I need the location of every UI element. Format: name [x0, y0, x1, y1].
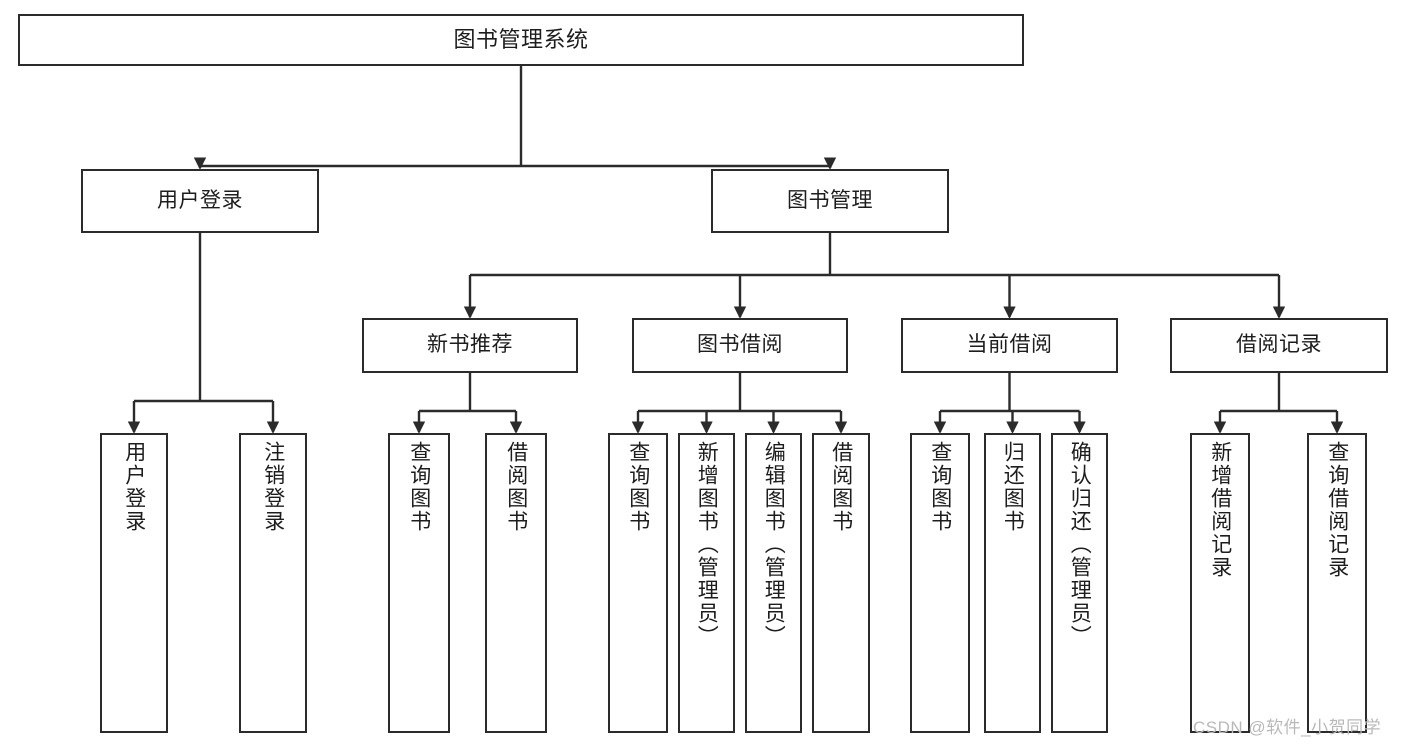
node-leaf-borrow-1[interactable]: 查询图书 [608, 433, 668, 733]
node-leaf-borrow-4[interactable]: 借阅图书 [812, 433, 870, 733]
node-current[interactable]: 当前借阅 [901, 318, 1118, 373]
node-label: 查询图书 [626, 441, 650, 533]
node-label: 编辑图书（管理员） [762, 441, 786, 648]
node-label: 注销登录 [261, 441, 285, 533]
node-label: 新增借阅记录 [1208, 441, 1232, 579]
node-leaf-records-2[interactable]: 查询借阅记录 [1307, 433, 1367, 733]
node-label: 确认归还（管理员） [1068, 441, 1092, 648]
node-leaf-current-3[interactable]: 确认归还（管理员） [1051, 433, 1108, 733]
node-newrec[interactable]: 新书推荐 [362, 318, 578, 373]
node-leaf-records-1[interactable]: 新增借阅记录 [1190, 433, 1250, 733]
node-leaf-login-2[interactable]: 注销登录 [239, 433, 307, 733]
node-label: 查询图书 [407, 441, 431, 533]
node-label: 图书管理 [787, 188, 873, 212]
node-login[interactable]: 用户登录 [81, 169, 319, 233]
node-leaf-newrec-1[interactable]: 查询图书 [388, 433, 450, 733]
node-label: 归还图书 [1001, 441, 1025, 533]
node-leaf-newrec-2[interactable]: 借阅图书 [485, 433, 547, 733]
node-label: 查询借阅记录 [1325, 441, 1349, 579]
node-label: 新书推荐 [427, 333, 513, 357]
node-leaf-login-1[interactable]: 用户登录 [100, 433, 168, 733]
node-bookmgmt[interactable]: 图书管理 [711, 169, 949, 233]
node-leaf-current-1[interactable]: 查询图书 [910, 433, 970, 733]
node-label: 图书借阅 [697, 333, 783, 357]
node-label: 图书管理系统 [453, 27, 589, 53]
node-borrow[interactable]: 图书借阅 [632, 318, 848, 373]
node-label: 用户登录 [122, 441, 146, 533]
node-records[interactable]: 借阅记录 [1170, 318, 1388, 373]
node-label: 当前借阅 [966, 333, 1053, 357]
node-leaf-current-2[interactable]: 归还图书 [984, 433, 1041, 733]
node-leaf-borrow-2[interactable]: 新增图书（管理员） [678, 433, 735, 733]
node-label: 借阅图书 [504, 441, 528, 533]
node-leaf-borrow-3[interactable]: 编辑图书（管理员） [745, 433, 802, 733]
node-label: 借阅图书 [829, 441, 853, 533]
node-label: 新增图书（管理员） [695, 441, 719, 648]
node-label: 借阅记录 [1236, 333, 1322, 357]
node-label: 查询图书 [928, 441, 952, 533]
node-label: 用户登录 [157, 188, 243, 212]
node-root[interactable]: 图书管理系统 [18, 14, 1024, 66]
